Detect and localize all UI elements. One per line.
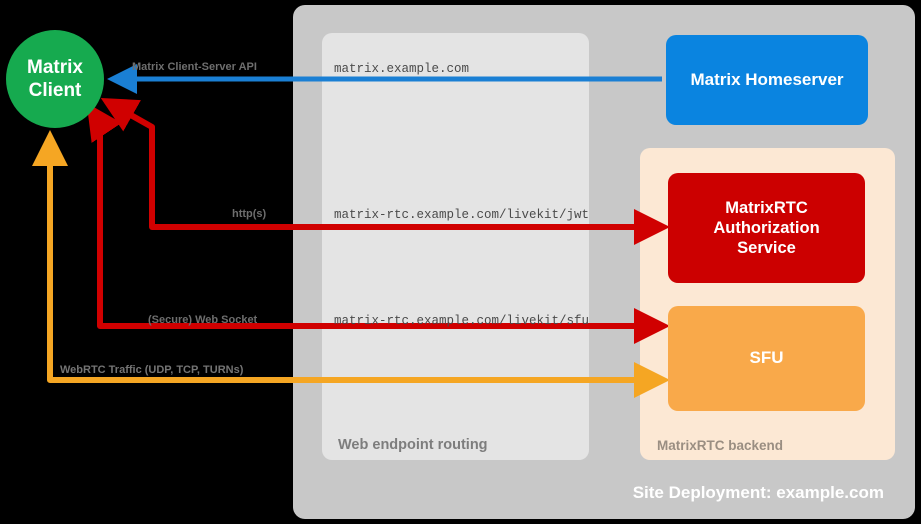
site-deployment-label: Site Deployment: example.com bbox=[632, 483, 884, 502]
web-endpoint-routing-panel bbox=[322, 33, 589, 460]
connector-webrtc-traffic bbox=[31, 130, 664, 383]
connector-websocket-sfu bbox=[86, 103, 664, 329]
matrixrtc-authorization-service-node[interactable] bbox=[668, 173, 865, 283]
web-endpoint-routing-label: Web endpoint routing bbox=[338, 437, 488, 453]
matrix-client-node[interactable] bbox=[6, 30, 104, 128]
sfu-node[interactable] bbox=[668, 306, 865, 411]
matrixrtc-backend-label: MatrixRTC backend bbox=[657, 438, 784, 453]
matrix-homeserver-node[interactable] bbox=[666, 35, 868, 125]
connector-http-jwt bbox=[100, 98, 664, 230]
